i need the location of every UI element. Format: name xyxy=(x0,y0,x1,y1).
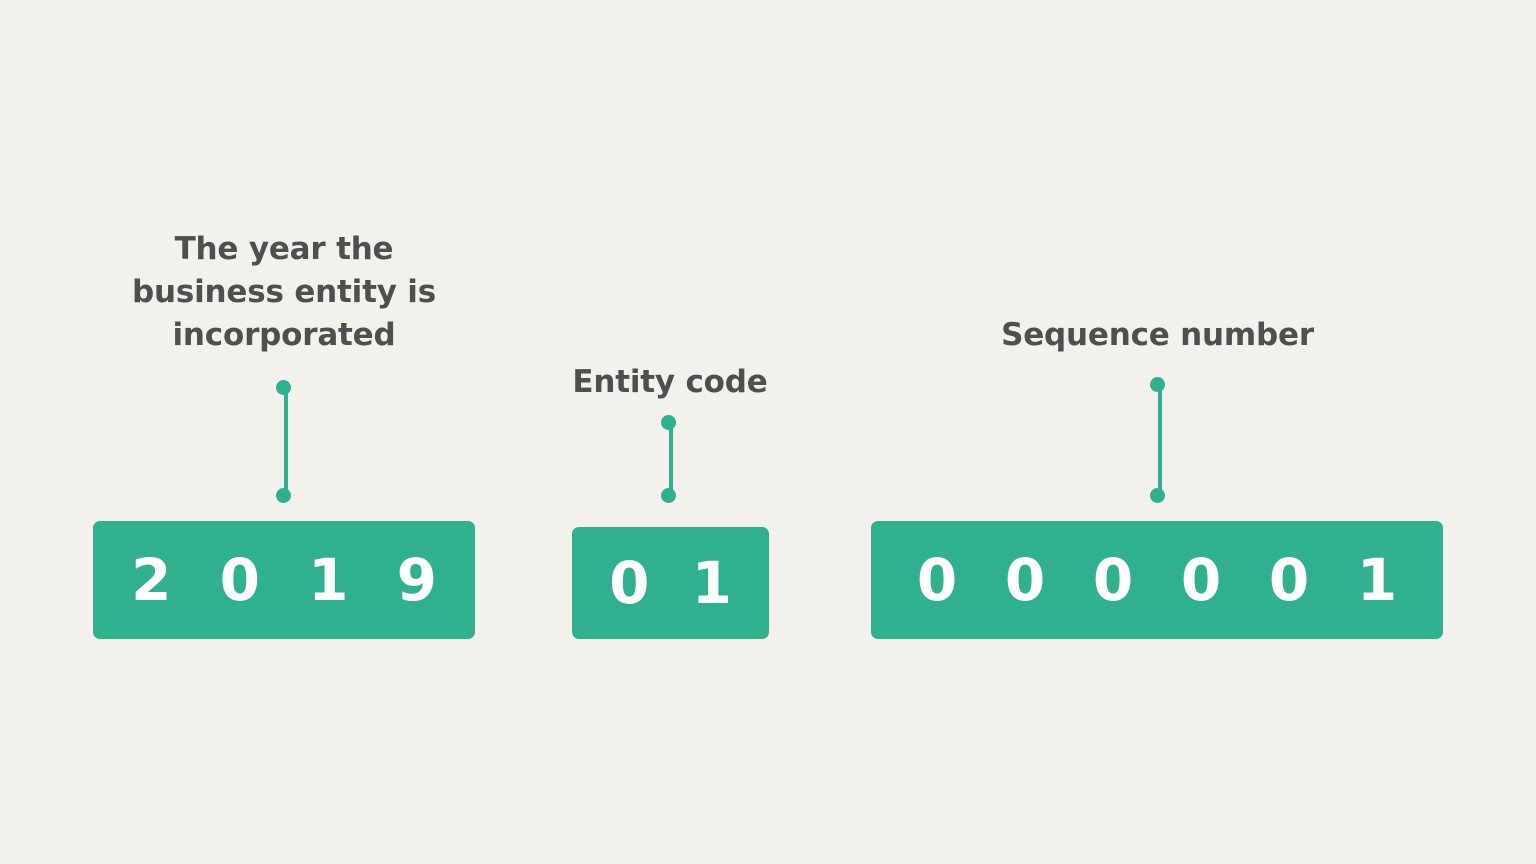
connector-dot-bottom-icon xyxy=(276,488,291,503)
digit-box-sequence-number: 0 0 0 0 0 1 xyxy=(871,521,1443,639)
connector-stem xyxy=(669,421,673,497)
connector-stem xyxy=(284,386,288,497)
digit-cell: 0 xyxy=(1268,546,1310,614)
connector-line-sequence-number xyxy=(1150,377,1170,503)
connector-dot-bottom-icon xyxy=(661,488,676,503)
digit-cell: 2 xyxy=(131,546,172,614)
digit-cell: 9 xyxy=(396,546,437,614)
segment-label-sequence-number: Sequence number xyxy=(1001,317,1314,353)
connector-dot-bottom-icon xyxy=(1150,488,1165,503)
connector-line-year xyxy=(276,380,296,503)
segment-label-entity-code: Entity code xyxy=(572,364,768,400)
digit-cell: 0 xyxy=(609,549,650,617)
digit-box-entity-code: 0 1 xyxy=(572,527,769,639)
connector-stem xyxy=(1158,383,1162,497)
digit-cell: 0 xyxy=(1092,546,1134,614)
digit-cell: 0 xyxy=(1180,546,1222,614)
digit-cell: 0 xyxy=(219,546,260,614)
digit-cell: 1 xyxy=(308,546,349,614)
digit-cell: 1 xyxy=(691,549,732,617)
digit-cell: 0 xyxy=(1004,546,1046,614)
digit-cell: 0 xyxy=(916,546,958,614)
digit-box-year: 2 0 1 9 xyxy=(93,521,475,639)
digit-cell: 1 xyxy=(1356,546,1398,614)
segment-label-year: The year the business entity is incorpor… xyxy=(132,231,436,353)
connector-line-entity-code xyxy=(661,415,681,503)
